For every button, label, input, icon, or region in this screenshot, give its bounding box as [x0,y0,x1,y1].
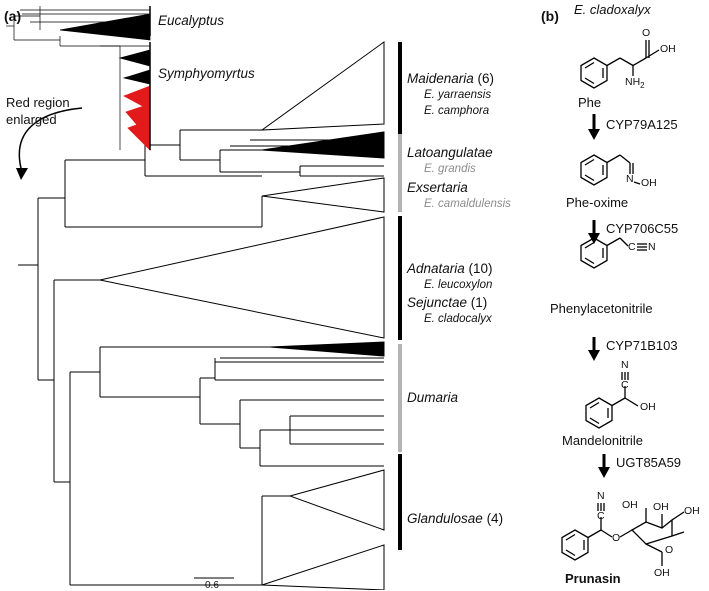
latoangulatae-exsertaria-bar [398,134,402,212]
compound-prunasin: Prunasin [565,571,621,586]
atom-oh-4-prunasin: OH [654,567,670,579]
atom-oh-3-prunasin: OH [684,505,700,517]
species-grandis: E. grandis [424,163,476,175]
phylogenetic-tree [18,41,385,590]
maidenaria-triangle [260,41,385,131]
inset-eucalyptus-label: Eucalyptus [158,13,225,28]
compound-phe: Phe [578,95,602,110]
species-cladocalyx: E. cladocalyx [424,313,492,325]
label-glandulosae: Glandulosae (4) [407,511,504,526]
atom-c-nitrile: C [628,241,636,253]
prunasin-structure [561,503,685,566]
species-leucoxylon: E. leucoxylon [424,279,493,291]
species-label: E. cladoxalyx [574,2,651,17]
glandulosae-triangle-lower [261,544,385,590]
glandulosae-bar [398,454,402,550]
maidenaria-bar [398,42,402,134]
atom-o-phe: O [642,27,651,39]
atom-oh-2-prunasin: OH [653,501,669,513]
label-dumaria: Dumaria [407,390,459,405]
glandulosae-triangle [288,469,385,531]
adnataria-sejunctae-bar [398,216,402,340]
clade-bars [398,42,402,550]
arrow-2-head [588,233,600,244]
phenylacetonitrile-structure [580,237,647,269]
atom-oh-mandelo: OH [640,401,656,413]
panel-b-label: (b) [541,8,559,24]
atom-ho-1-prunasin: OH [622,499,638,511]
mandelonitrile-structure [585,372,639,429]
atom-n-nitrile: N [648,241,656,253]
dumaria-bar [398,344,402,452]
adnataria-triangle [99,216,385,339]
compound-phenylacetonitrile: Phenylacetonitrile [550,301,653,316]
atom-c-mandelo: C [621,379,629,391]
structures [561,40,685,566]
arrow-3-head [588,350,600,361]
compound-mandelonitrile: Mandelonitrile [562,433,643,448]
label-adnataria: Adnataria (10) [407,261,493,276]
panel-a-label: (a) [4,8,22,24]
scale-bar-label: 0.6 [205,580,219,591]
latoangulatae-dense-clade [261,131,385,159]
atom-c-prunasin: C [597,510,605,522]
atom-nh2-phe: NH2 [625,76,645,91]
label-maidenaria: Maidenaria (6) [407,71,495,86]
enzyme-ugt85a59: UGT85A59 [616,455,682,470]
dumaria-dense-clade [269,341,385,357]
enlarge-note: Red region enlarged [6,95,70,127]
enzyme-cyp71b103: CYP71B103 [606,338,678,353]
atom-n-oxime: N [626,173,634,185]
arrow-1-head [588,129,600,140]
phe-oxime-structure [580,154,641,186]
species-yarraensis: E. yarraensis [424,89,492,101]
atom-n-mandelo: N [621,359,629,371]
enzyme-cyp79a125: CYP79A125 [606,117,678,132]
atom-link-o-prunasin: O [612,532,621,544]
label-latoangulatae: Latoangulatae [407,145,493,160]
label-exsertaria: Exsertaria [407,180,468,195]
atom-ring-o-prunasin: O [665,544,674,556]
phe-structure [580,40,660,89]
atom-n-prunasin: N [597,490,605,502]
enlarge-arrow [18,107,83,173]
reaction-arrows [588,114,610,478]
species-camphora: E. camphora [424,105,490,117]
label-sejunctae: Sejunctae (1) [407,295,488,310]
atom-oh-oxime: OH [641,177,657,189]
inset-tree [6,6,151,151]
compound-phe-oxime: Phe-oxime [566,195,629,210]
enlarge-arrow-head [16,168,28,180]
arrow-4-head [598,467,610,478]
enzyme-cyp706c55: CYP706C55 [606,221,679,236]
atom-oh-phe: OH [660,43,676,55]
exsertaria-triangle [261,177,385,213]
inset-symphyomyrtus-label: Symphyomyrtus [158,66,255,81]
species-camaldulensis: E. camaldulensis [424,198,511,210]
